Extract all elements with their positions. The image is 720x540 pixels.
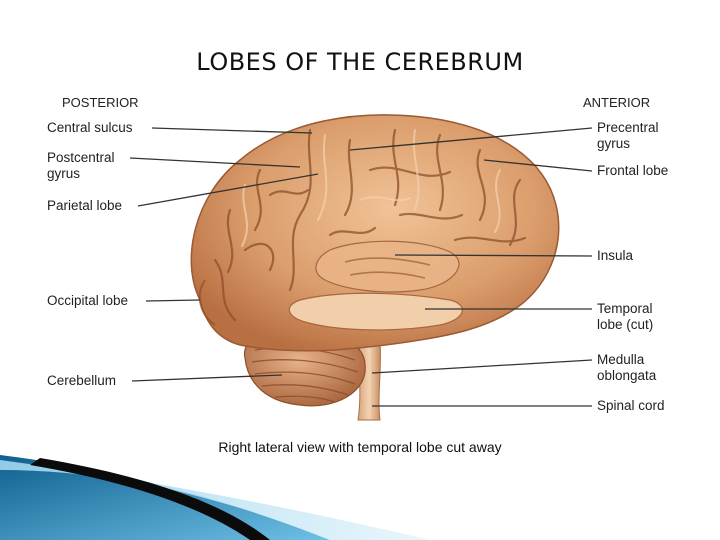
slide-title: LOBES OF THE CEREBRUM: [196, 48, 524, 76]
posterior-label: POSTERIOR: [62, 95, 139, 110]
figure-caption: Right lateral view with temporal lobe cu…: [218, 439, 502, 455]
leader-parietal-lobe: [137, 173, 319, 207]
leader-cerebellum: [131, 374, 283, 382]
label-parietal-lobe: Parietal lobe: [47, 198, 123, 213]
label-precentral-gyrus: Precentral gyrus: [597, 120, 659, 151]
label-temporal-lobe-cut: Temporal lobe (cut): [597, 301, 654, 332]
leader-postcentral-gyrus: [129, 157, 301, 168]
label-postcentral-gyrus: Postcentral gyrus: [47, 150, 115, 181]
leader-insula: [394, 254, 593, 257]
anterior-label: ANTERIOR: [583, 95, 651, 110]
label-central-sulcus: Central sulcus: [47, 120, 133, 135]
leader-frontal-lobe: [483, 159, 593, 172]
label-spinal-cord: Spinal cord: [597, 398, 665, 413]
leader-medulla: [371, 359, 593, 374]
leader-lines: [129, 127, 593, 407]
leader-occipital-lobe: [145, 299, 201, 302]
label-insula: Insula: [597, 248, 634, 263]
label-cerebellum: Cerebellum: [47, 373, 117, 388]
leader-central-sulcus: [151, 127, 313, 134]
cerebrum-shape: [190, 114, 560, 352]
label-medulla-oblongata: Medulla oblongata: [597, 352, 657, 383]
label-occipital-lobe: Occipital lobe: [47, 293, 129, 308]
label-frontal-lobe: Frontal lobe: [597, 163, 669, 178]
decorative-swoosh: [0, 455, 430, 540]
leader-precentral-gyrus: [349, 127, 593, 151]
